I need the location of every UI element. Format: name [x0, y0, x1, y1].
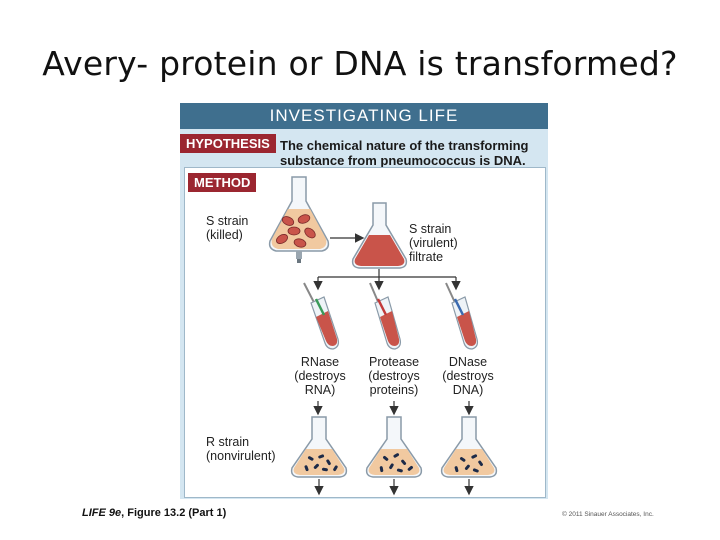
copyright-notice: © 2011 Sinauer Associates, Inc. [562, 511, 654, 518]
hypothesis-line-1: The chemical nature of the transforming [280, 138, 529, 153]
label-rnase-line2: (destroys [294, 369, 346, 383]
label-dnase-line1: DNase [448, 355, 488, 369]
method-tag: METHOD [188, 173, 257, 192]
label-rnase-line1: RNase [300, 355, 340, 369]
figure-panel: INVESTIGATING LIFE HYPOTHESIS The chemic… [180, 103, 548, 499]
method-box [184, 167, 546, 498]
flask-r-protease [365, 416, 423, 478]
flask-r-dnase [440, 416, 498, 478]
hypothesis-line-2: substance from pneumococcus is DNA. [280, 153, 526, 168]
hypothesis-text: The chemical nature of the transforming … [280, 138, 542, 168]
slide-title: Avery- protein or DNA is transformed? [42, 44, 678, 83]
label-r-strain-line2: (nonvirulent) [206, 449, 276, 463]
tube-dnase [445, 282, 479, 350]
flask-s-killed [268, 176, 330, 263]
label-s-filtrate-line3: filtrate [409, 250, 444, 264]
label-s-filtrate-line2: (virulent) [409, 236, 458, 250]
tube-rnase [303, 282, 340, 350]
label-dnase-line2: (destroys [442, 369, 494, 383]
label-s-killed: S strain (killed) [206, 214, 248, 242]
tube-protease [369, 282, 402, 350]
label-rnase-line3: RNA) [304, 383, 336, 397]
label-dnase-line3: DNA) [452, 383, 484, 397]
method-diagram [268, 176, 498, 496]
label-s-filtrate-line1: S strain [409, 222, 452, 236]
label-protease-line3: proteins) [369, 383, 419, 397]
enzyme-arrows [313, 401, 474, 416]
caption-book: LIFE 9e [82, 507, 122, 519]
branch-arrows [313, 269, 461, 291]
caption-figure: , Figure 13.2 (Part 1) [121, 507, 227, 519]
label-r-strain-line1: R strain [206, 435, 250, 449]
label-s-killed-line1: S strain [206, 214, 249, 228]
label-rnase: RNase (destroys RNA) [288, 355, 352, 397]
label-protease: Protease (destroys proteins) [362, 355, 426, 397]
hypothesis-tag: HYPOTHESIS [180, 134, 276, 153]
label-dnase: DNase (destroys DNA) [436, 355, 500, 397]
label-r-strain: R strain (nonvirulent) [206, 435, 275, 463]
flask-r-rnase [290, 416, 348, 478]
label-protease-line1: Protease [368, 355, 420, 369]
figure-caption: LIFE 9e, Figure 13.2 (Part 1) [82, 507, 226, 519]
label-protease-line2: (destroys [368, 369, 420, 383]
flask-s-filtrate [351, 202, 408, 269]
label-s-filtrate: S strain (virulent) filtrate [409, 222, 458, 264]
panel-header: INVESTIGATING LIFE [180, 103, 548, 129]
bottom-arrows [314, 479, 474, 496]
label-s-killed-line2: (killed) [206, 228, 243, 242]
